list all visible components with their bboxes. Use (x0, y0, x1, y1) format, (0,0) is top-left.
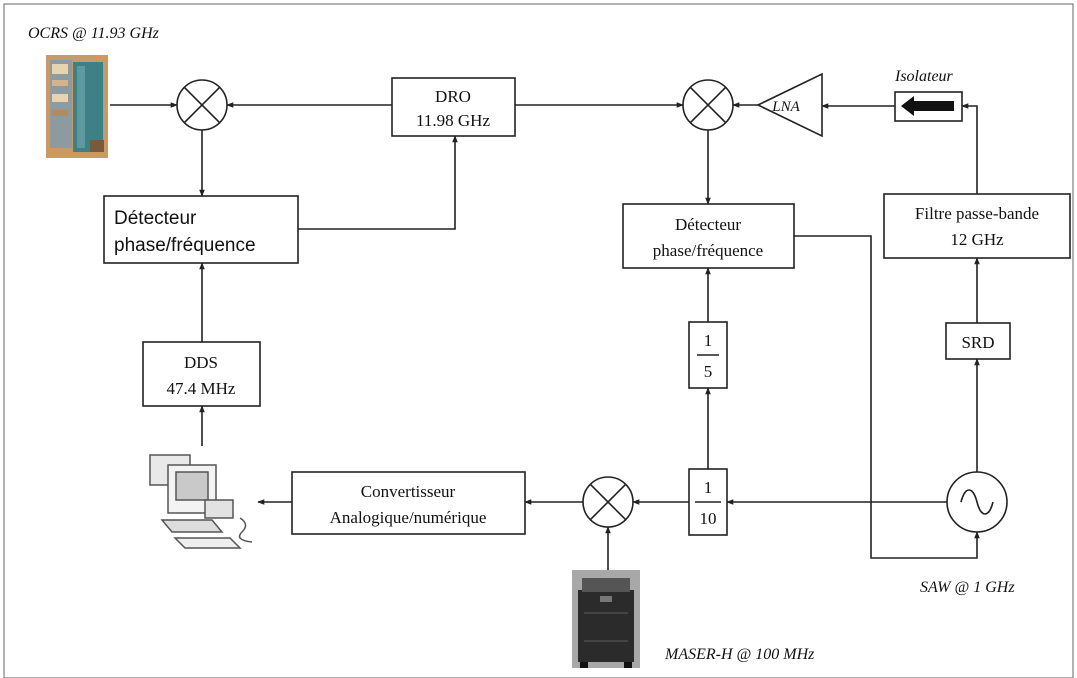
isolator-icon (894, 91, 963, 122)
svg-text:LNA: LNA (771, 99, 800, 115)
svg-text:Convertisseur: Convertisseur (361, 482, 456, 501)
dds-block: DDS 47.4 MHz (142, 341, 261, 407)
dro-block: DRO 11.98 GHz (391, 77, 516, 137)
svg-text:5: 5 (704, 362, 713, 381)
svg-text:47.4 MHz: 47.4 MHz (167, 379, 236, 398)
svg-text:Détecteur: Détecteur (675, 215, 741, 234)
mixer-ocrs (176, 79, 228, 131)
svg-text:SRD: SRD (961, 333, 994, 352)
svg-text:Détecteur: Détecteur (114, 208, 197, 229)
svg-text:DDS: DDS (184, 353, 218, 372)
ocrs-photo (46, 55, 108, 158)
svg-text:10: 10 (700, 509, 717, 528)
svg-text:Filtre passe-bande: Filtre passe-bande (915, 204, 1039, 223)
maser-photo (572, 570, 640, 668)
ocrs-label: OCRS @ 11.93 GHz (28, 25, 160, 42)
divider-5-block: 1 5 (688, 321, 728, 389)
saw-label: SAW @ 1 GHz (920, 579, 1015, 596)
svg-text:1: 1 (704, 331, 713, 350)
svg-text:12 GHz: 12 GHz (950, 230, 1004, 249)
svg-text:phase/fréquence: phase/fréquence (653, 241, 763, 260)
divider-10-block: 1 10 (688, 468, 728, 536)
adc-block: Convertisseur Analogique/numérique (291, 471, 526, 535)
svg-text:phase/fréquence: phase/fréquence (114, 235, 256, 256)
detector-right-block: Détecteur phase/fréquence (622, 203, 795, 269)
connections (110, 102, 980, 570)
sine-source-icon (946, 471, 1008, 533)
srd-block: SRD (945, 322, 1011, 360)
computer-icon (149, 454, 253, 549)
figure-frame (3, 3, 1074, 678)
svg-text:1: 1 (704, 478, 713, 497)
svg-text:Analogique/numérique: Analogique/numérique (330, 508, 487, 527)
filter-block: Filtre passe-bande 12 GHz (883, 193, 1071, 259)
svg-text:11.98 GHz: 11.98 GHz (416, 111, 490, 130)
svg-text:DRO: DRO (435, 87, 471, 106)
amplifier-icon: LNA (756, 72, 823, 138)
maser-label: MASER-H @ 100 MHz (664, 646, 815, 663)
mixer-maser (582, 476, 634, 528)
mixer-lna (682, 79, 734, 131)
isolator-label: Isolateur (894, 68, 954, 85)
detector-left-block: Détecteur phase/fréquence (103, 195, 299, 264)
